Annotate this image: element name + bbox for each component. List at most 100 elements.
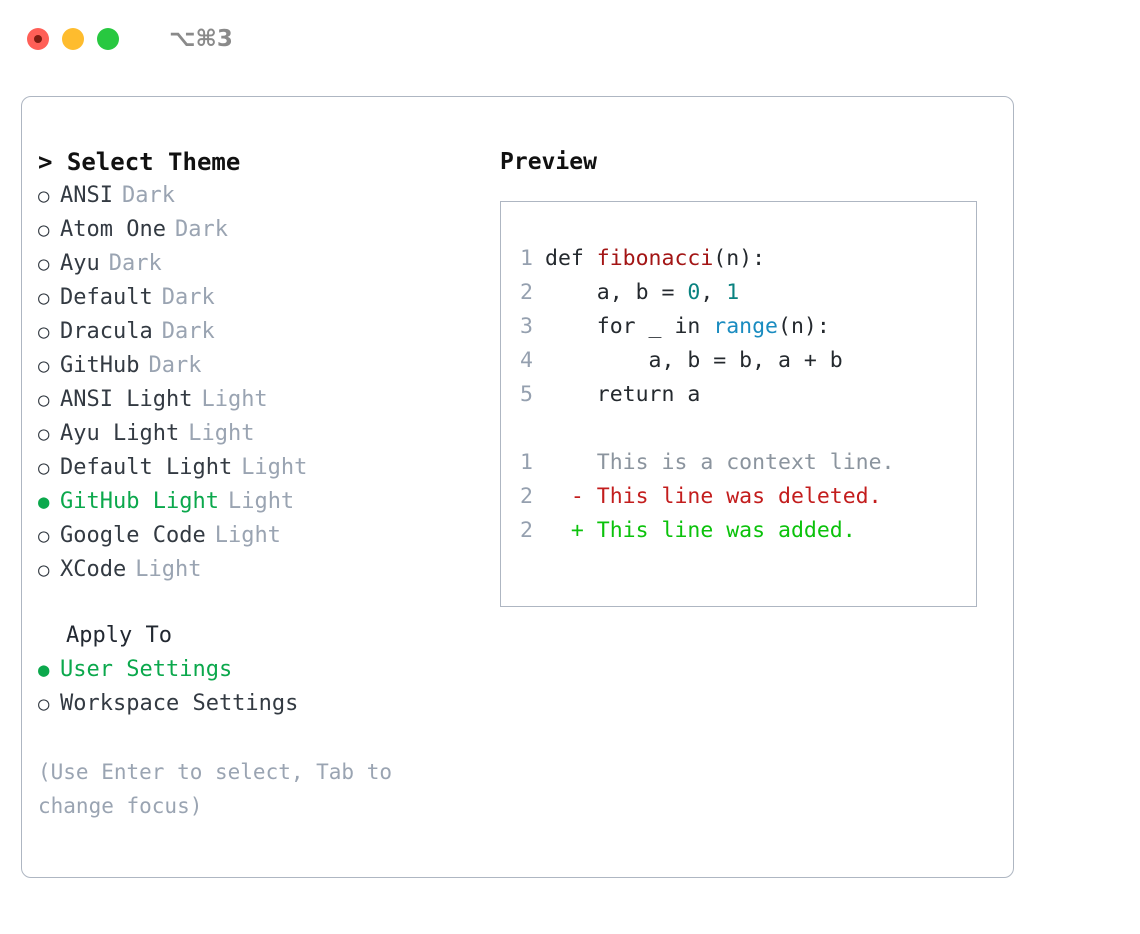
close-button-icon[interactable] [27,28,49,50]
theme-option-variant-badge: Light [201,387,268,412]
apply-to-heading: Apply To [66,623,172,648]
diff-line-text: + This line was added. [545,518,856,543]
radio-unselected-icon: ○ [38,355,50,377]
theme-picker-heading: > Select Theme [38,145,478,179]
radio-selected-icon: ● [38,491,50,513]
apply-to-option-user-settings[interactable]: ● User Settings [38,653,478,687]
code-line-text: def fibonacci(n): [545,242,765,276]
line-number: 2 [520,518,533,543]
line-number: 1 [520,450,533,475]
code-line: 5 return a [501,378,976,412]
code-token-plain: a, b = b, a + b [545,348,843,373]
theme-option-label: ANSI [60,183,113,208]
prompt-caret-icon: > [38,148,53,176]
theme-option-ayu-light[interactable]: ○ Ayu Light Light [38,417,478,451]
theme-option-variant-badge: Light [188,421,255,446]
theme-option-dracula[interactable]: ○ Dracula Dark [38,315,478,349]
code-line-text: for _ in range(n): [545,310,830,344]
code-token-plain: (n): [778,314,830,339]
theme-option-variant-badge: Dark [108,251,162,276]
code-line: 4 a, b = b, a + b [501,344,976,378]
theme-option-label: GitHub [60,353,140,378]
radio-selected-icon: ● [38,659,50,681]
code-token-plain: , [700,280,727,305]
radio-unselected-icon: ○ [38,693,50,715]
code-token-num: 1 [726,280,740,305]
radio-unselected-icon: ○ [38,219,50,241]
apply-to-option-list[interactable]: ● User Settings ○ Workspace Settings [38,653,478,721]
theme-option-ayu[interactable]: ○ Ayu Dark [38,247,478,281]
spacer [501,412,976,446]
radio-unselected-icon: ○ [38,525,50,547]
code-token-fn: fibonacci [596,246,714,271]
theme-option-variant-badge: Light [214,523,281,548]
theme-option-variant-badge: Dark [161,319,215,344]
keyboard-shortcut-label: ⌥⌘3 [169,26,233,52]
line-number: 4 [520,348,533,373]
theme-option-label: Ayu [60,251,100,276]
code-token-builtin: range [713,314,779,339]
radio-unselected-icon: ○ [38,253,50,275]
code-token-plain: return a [545,382,701,407]
apply-to-option-label: User Settings [60,657,233,682]
line-number: 2 [520,280,533,305]
code-line-text: a, b = 0, 1 [545,276,739,310]
zoom-button-icon[interactable] [97,28,119,50]
line-number: 2 [520,484,533,509]
diff-line-added: 2 + This line was added. [501,514,976,548]
theme-option-label: Dracula [60,319,153,344]
theme-option-label: ANSI Light [60,387,193,412]
theme-option-ansi[interactable]: ○ ANSI Dark [38,179,478,213]
code-line: 1 def fibonacci(n): [501,242,976,276]
line-number: 5 [520,382,533,407]
diff-line-deleted: 2 - This line was deleted. [501,480,976,514]
theme-option-variant-badge: Dark [121,183,175,208]
theme-option-label: Default [60,285,153,310]
line-number: 1 [520,246,533,271]
code-token-plain: def [545,246,597,271]
code-token-plain: for _ in [545,314,714,339]
line-number: 3 [520,314,533,339]
radio-unselected-icon: ○ [38,457,50,479]
traffic-lights [27,28,119,50]
page-title: Select Theme [66,148,241,176]
theme-option-label: Ayu Light [60,421,180,446]
apply-to-option-workspace-settings[interactable]: ○ Workspace Settings [38,687,478,721]
apply-to-option-label: Workspace Settings [60,691,299,716]
code-token-plain: a, b = [545,280,688,305]
theme-option-label: Atom One [60,217,166,242]
diff-sample: 1 This is a context line.2 - This line w… [501,446,976,548]
code-line: 2 a, b = 0, 1 [501,276,976,310]
diff-line-context: 1 This is a context line. [501,446,976,480]
theme-option-github[interactable]: ○ GitHub Dark [38,349,478,383]
code-line-text: return a [545,378,701,412]
diff-line-text: - This line was deleted. [545,484,882,509]
diff-line-text: This is a context line. [545,450,895,475]
minimize-button-icon[interactable] [62,28,84,50]
radio-unselected-icon: ○ [38,321,50,343]
code-token-plain: (n): [713,246,766,271]
code-line: 3 for _ in range(n): [501,310,976,344]
theme-option-variant-badge: Dark [148,353,202,378]
preview-title: Preview [500,149,597,175]
theme-option-label: Default Light [60,455,233,480]
keyboard-hint-text: (Use Enter to select, Tab to change focu… [38,760,393,818]
radio-unselected-icon: ○ [38,423,50,445]
radio-unselected-icon: ○ [38,185,50,207]
radio-unselected-icon: ○ [38,559,50,581]
code-line-text: a, b = b, a + b [545,344,843,378]
theme-option-variant-badge: Dark [161,285,215,310]
code-token-num: 0 [687,280,701,305]
